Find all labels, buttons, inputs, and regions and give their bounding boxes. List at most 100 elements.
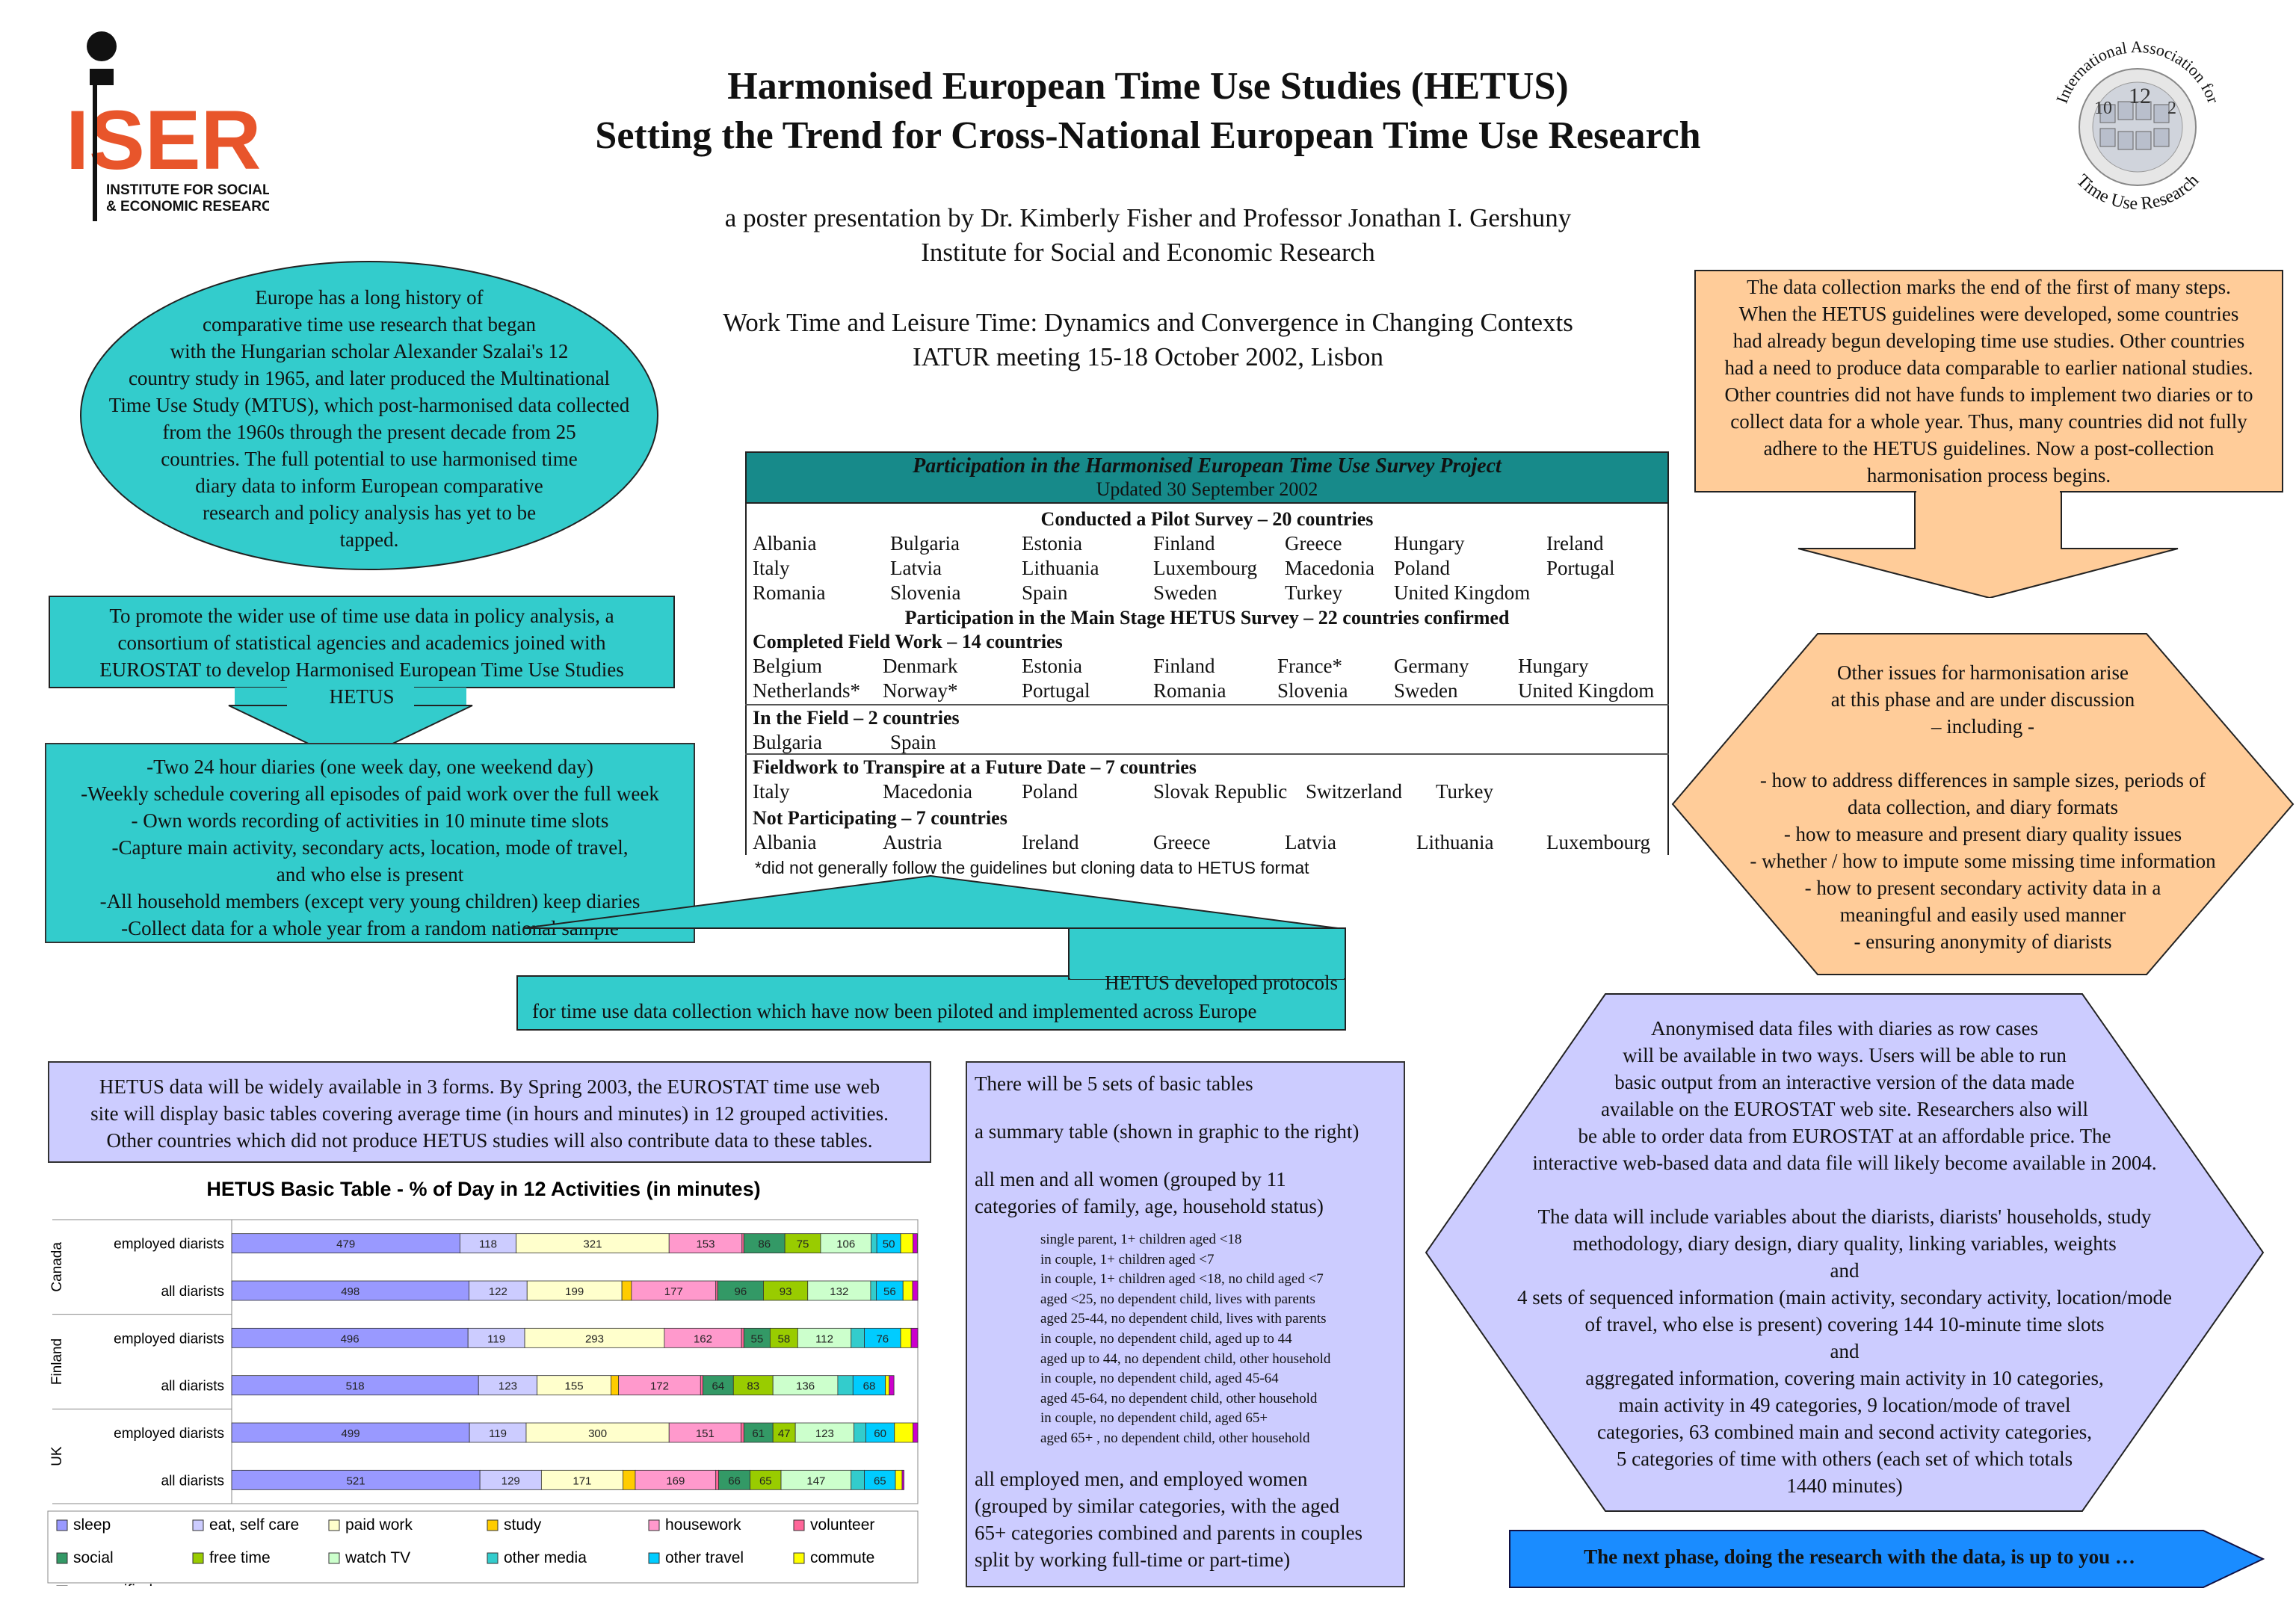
bar-segment-other-media [851, 1327, 865, 1348]
country-cell: Spain [1022, 581, 1068, 604]
bar-segment-social [703, 1375, 734, 1396]
bar-segment-commute [885, 1375, 890, 1396]
anonymised-line: available on the EUROSTAT web site. Rese… [1601, 1098, 2088, 1120]
bar-segment-watch-TV [807, 1280, 871, 1301]
country-cell: Macedonia [883, 780, 972, 803]
bar-data-label: 177 [664, 1285, 683, 1298]
bar-segment-commute [894, 1422, 914, 1443]
iser-logo: ISER INSTITUTE FOR SOCIAL & ECONOMIC RES… [60, 27, 282, 221]
bar-data-label: 61 [752, 1427, 765, 1440]
family-category: aged <25, no dependent child, lives with… [1040, 1291, 1315, 1307]
bar-segment-commute [902, 1280, 913, 1301]
legend-label: free time [209, 1549, 271, 1566]
availability-line: site will display basic tables covering … [90, 1102, 889, 1125]
availability-line: HETUS data will be widely available in 3… [99, 1075, 880, 1098]
meeting-line: IATUR meeting 15-18 October 2002, Lisbon [913, 342, 1383, 371]
anonymised-line: be able to order data from EUROSTAT at a… [1578, 1125, 2111, 1147]
country-cell: Poland [1394, 557, 1451, 579]
main-stage-heading: Participation in the Main Stage HETUS Su… [904, 607, 1510, 629]
protocols-arrow-line1: HETUS developed protocols [1105, 972, 1338, 994]
protocol-line: -Capture main activity, secondary acts, … [111, 836, 629, 859]
participation-footnote: *did not generally follow the guidelines… [755, 858, 1309, 877]
issues-line: at this phase and are under discussion [1830, 688, 2135, 711]
basic-table-chart: HETUS Basic Table - % of Day in 12 Activ… [46, 1167, 921, 1599]
anonymised-line: methodology, diary design, diary quality… [1573, 1232, 2117, 1255]
country-cell: Slovak Republic [1153, 780, 1288, 803]
country-cell: Portugal [1546, 557, 1615, 579]
pilot-heading: Conducted a Pilot Survey – 20 countries [1040, 508, 1374, 530]
protocol-line: -Two 24 hour diaries (one week day, one … [146, 756, 593, 778]
family-category: aged 45-64, no dependent child, other ho… [1040, 1390, 1318, 1406]
protocol-line: -All household members (except very youn… [99, 890, 641, 912]
anonymised-hexagon: Anonymised data files with diaries as ro… [1425, 992, 2265, 1513]
bar-data-label: 118 [479, 1238, 497, 1251]
family-category: single parent, 1+ children aged <18 [1040, 1232, 1242, 1247]
bar-data-label: 123 [815, 1427, 834, 1440]
bar-segment-sleep [231, 1327, 469, 1348]
bar-segment-unspecified [913, 1233, 918, 1254]
family-category: in couple, no dependent child, aged 65+ [1040, 1410, 1268, 1427]
country-cell: Spain [890, 731, 936, 753]
history-line: from the 1960s through the present decad… [162, 421, 576, 443]
poster-title-line2: Setting the Trend for Cross-National Eur… [595, 114, 1701, 157]
bar-data-label: 136 [796, 1380, 815, 1393]
bar-data-label: 518 [346, 1380, 365, 1393]
protocol-line: and who else is present [276, 863, 464, 886]
country-cell: Macedonia [1285, 557, 1374, 579]
bar-segment-study [622, 1469, 636, 1490]
group-label: UK [49, 1446, 65, 1466]
country-cell: Slovenia [890, 581, 961, 604]
issues-line: - whether / how to impute some missing t… [1750, 850, 2216, 872]
legend-swatch [56, 1519, 68, 1531]
anonymised-line: main activity in 49 categories, 9 locati… [1618, 1394, 2071, 1416]
anonymised-line: aggregated information, covering main ac… [1585, 1367, 2104, 1389]
country-cell: Estonia [1022, 655, 1082, 677]
collection-line: had already begun developing time use st… [1732, 330, 2245, 352]
bar-segment-unspecified [910, 1327, 919, 1348]
bar-segment-unspecified [913, 1422, 919, 1443]
country-cell: Turkey [1285, 581, 1343, 604]
svg-text:2: 2 [2167, 99, 2176, 118]
family-category: in couple, 1+ children aged <18, no chil… [1040, 1271, 1324, 1288]
bar-segment-other-media [871, 1233, 877, 1254]
bar-data-label: 521 [347, 1474, 365, 1487]
country-cell: Austria [883, 831, 942, 853]
basic-tables-box: There will be 5 sets of basic tables a s… [966, 1061, 1405, 1587]
bar-segment-social [717, 1280, 764, 1301]
basic-tables-intro: There will be 5 sets of basic tables [975, 1072, 1253, 1095]
bar-data-label: 499 [342, 1427, 360, 1440]
country-cell: Switzerland [1306, 780, 1402, 803]
anonymised-line: interactive web-based data and data file… [1532, 1152, 2157, 1174]
legend-label: eat, self care [209, 1516, 299, 1534]
legend-label: housework [665, 1516, 741, 1534]
bar-data-label: 106 [836, 1238, 855, 1251]
collection-line: had a need to produce data comparable to… [1724, 356, 2253, 379]
bar-data-label: 119 [487, 1332, 505, 1345]
bar-segment-study [621, 1280, 632, 1301]
issues-line: meaningful and easily used manner [1839, 904, 2126, 926]
legend-swatch [487, 1519, 499, 1531]
bar-segment-social [743, 1327, 771, 1348]
bar-segment-volunteer [700, 1375, 703, 1396]
bar-data-label: 68 [863, 1380, 876, 1393]
legend-swatch [648, 1552, 660, 1564]
employed-line: split by working full-time or part-time) [975, 1548, 1291, 1571]
next-phase-text: The next phase, doing the research with … [1584, 1545, 2135, 1568]
family-category: in couple, 1+ children aged <7 [1040, 1251, 1215, 1267]
chart-title: HETUS Basic Table - % of Day in 12 Activ… [206, 1178, 760, 1200]
category-label: employed diarists [114, 1331, 224, 1347]
bar-data-label: 321 [583, 1238, 602, 1251]
bar-data-label: 162 [694, 1332, 712, 1345]
bar-data-label: 65 [874, 1474, 886, 1487]
legend-label: other media [504, 1549, 587, 1566]
category-label: all diarists [161, 1284, 224, 1300]
bar-data-label: 76 [876, 1332, 889, 1345]
bar-segment-sleep [231, 1469, 481, 1490]
legend-label: other travel [665, 1549, 744, 1566]
family-category: aged 65+ , no dependent child, other hou… [1040, 1430, 1310, 1446]
country-cell: Hungary [1518, 655, 1589, 677]
legend-swatch [648, 1519, 660, 1531]
legend-label: social [73, 1549, 114, 1566]
bar-segment-social [743, 1422, 774, 1443]
bar-data-label: 65 [759, 1474, 772, 1487]
